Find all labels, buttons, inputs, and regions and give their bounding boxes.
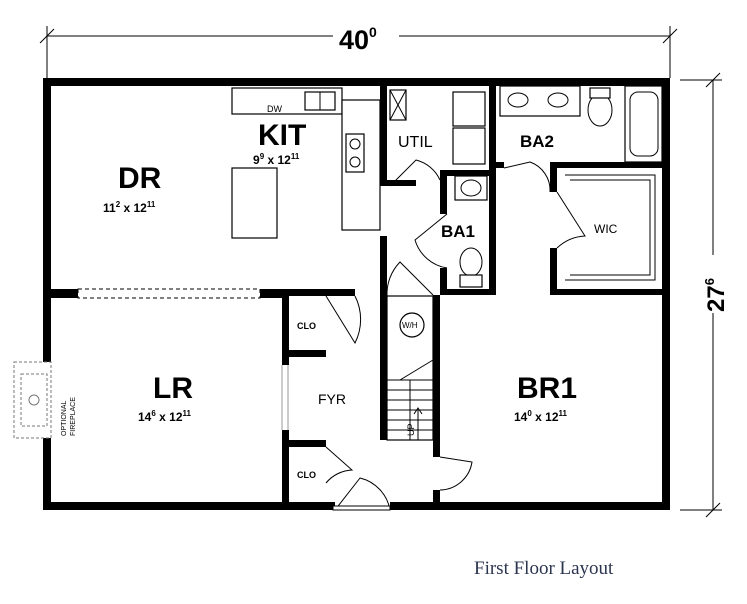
depth-dimension: 276 (680, 72, 730, 518)
closet-top-name: CLO (297, 321, 316, 331)
optional-fireplace: OPTIONAL FIREPLACE (13, 361, 77, 439)
utility-fixtures (389, 89, 486, 165)
fireplace-label-line2: FIREPLACE (70, 397, 77, 436)
door-swings (325, 159, 586, 511)
room-labels: KIT 99 x 1211 DR 112 x 1211 LR 146 x 121… (103, 119, 618, 480)
bedroom1-name: BR1 (517, 372, 577, 405)
bedroom1-dimensions: 140 x 1211 (514, 409, 568, 424)
caption: First Floor Layout (474, 558, 614, 579)
width-dimension: 400 (39, 22, 678, 78)
bath1-name: BA1 (441, 222, 475, 241)
stair: W/H UP (386, 295, 434, 441)
width-dimension-value: 400 (339, 24, 377, 55)
living-room-name: LR (153, 372, 193, 405)
stair-up-label: UP (406, 423, 416, 436)
dining-room-dimensions: 112 x 1211 (103, 200, 156, 215)
bath-fixtures (454, 85, 663, 288)
walk-in-closet-name: WIC (594, 222, 618, 236)
dining-room-name: DR (118, 162, 162, 195)
utility-name: UTIL (398, 134, 433, 151)
walls (43, 78, 670, 510)
dishwasher-label: DW (267, 104, 282, 114)
wall-openings (77, 288, 289, 430)
kitchen-fixtures: DW (231, 87, 381, 239)
kitchen-name: KIT (258, 119, 306, 152)
foyer-name: FYR (318, 391, 346, 407)
kitchen-dimensions: 99 x 1211 (253, 152, 300, 167)
depth-dimension-value: 276 (702, 278, 730, 312)
water-heater-label: W/H (402, 321, 418, 330)
closet-bottom-name: CLO (297, 470, 316, 480)
fireplace-label-line1: OPTIONAL (61, 400, 68, 436)
bath2-name: BA2 (520, 132, 554, 151)
living-room-dimensions: 146 x 1211 (138, 409, 192, 424)
